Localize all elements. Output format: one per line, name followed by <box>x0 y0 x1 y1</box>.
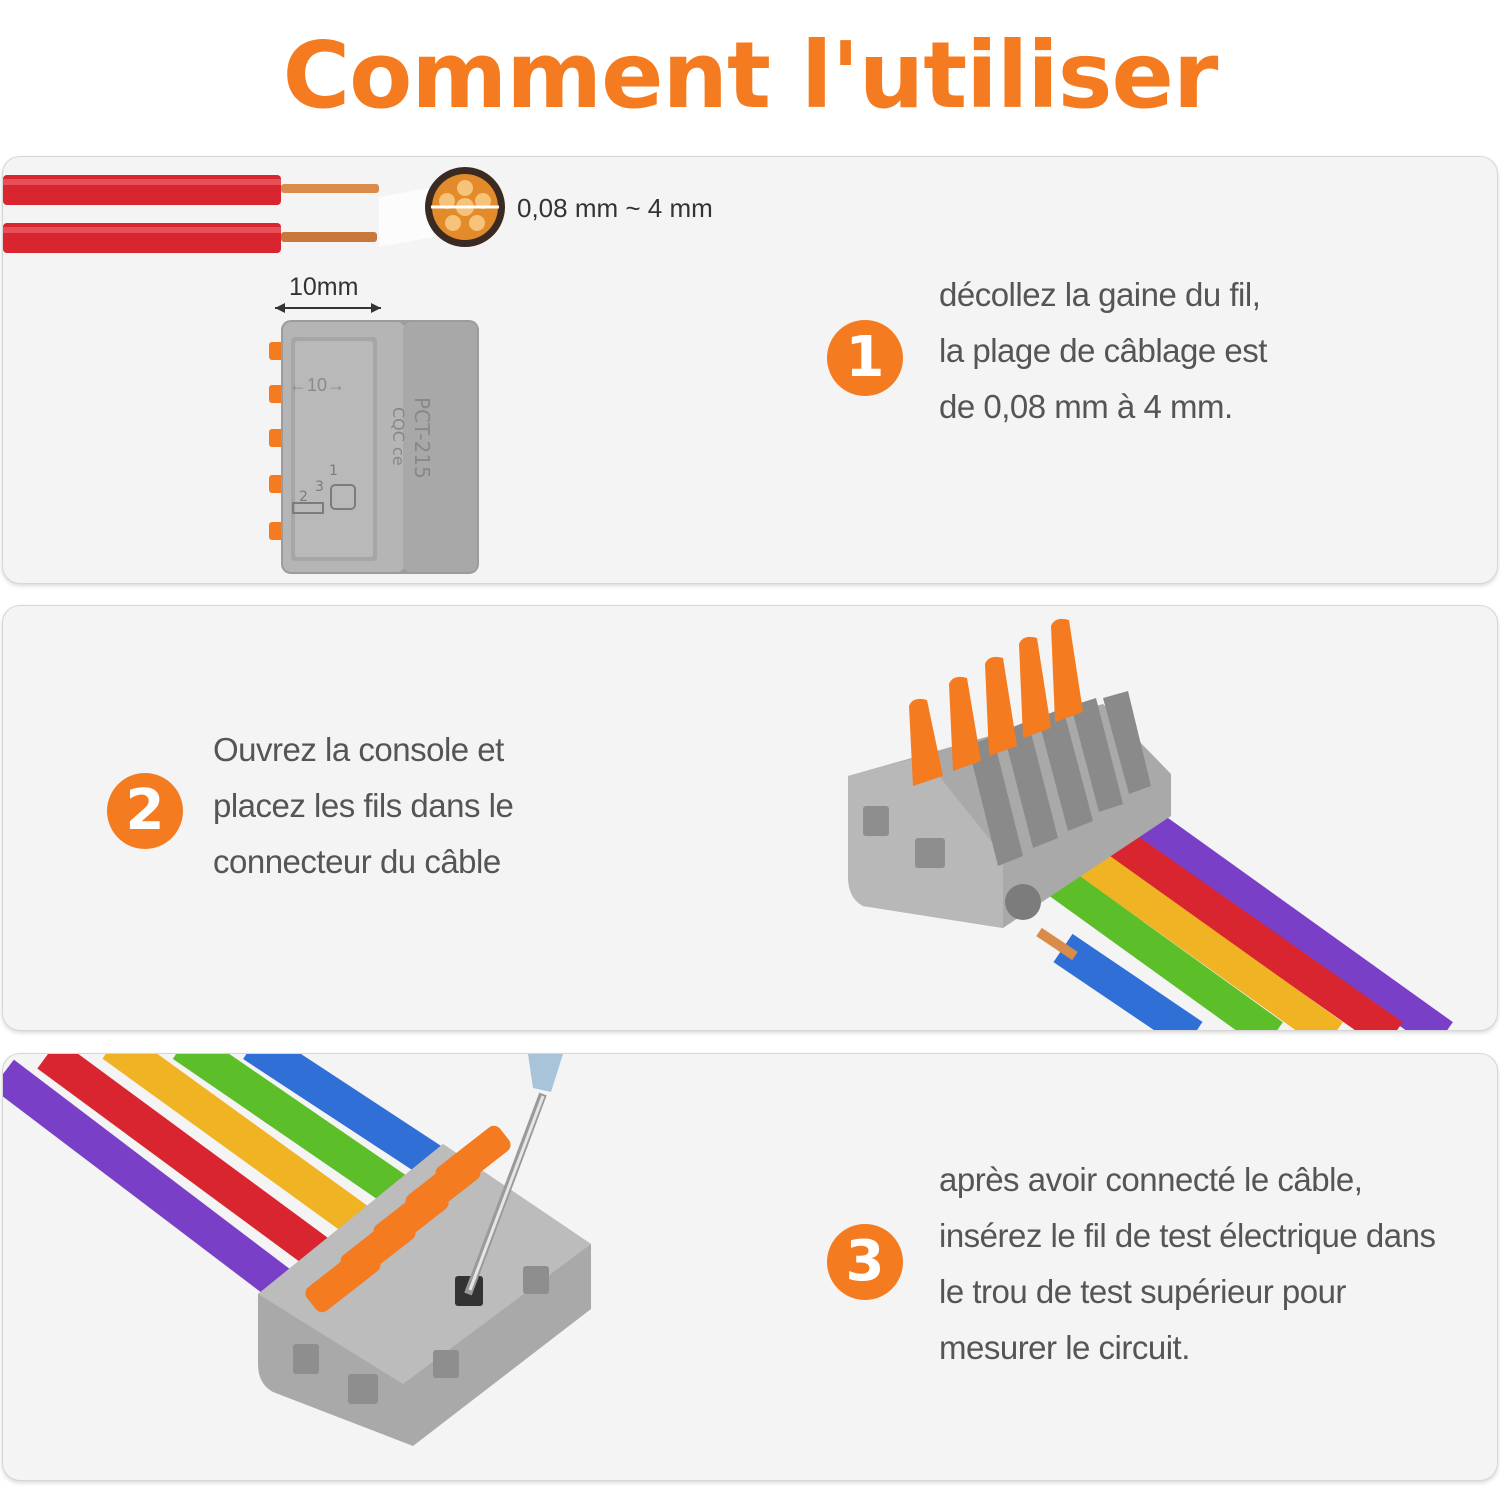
svg-text:PCT-215: PCT-215 <box>410 397 434 479</box>
test-screwdriver-icon <box>464 1054 563 1296</box>
wire-range-label: 0,08 mm ~ 4 mm <box>517 193 713 223</box>
connector-marking: ←10→ <box>289 375 346 395</box>
step-2-text: Ouvrez la console et placez les fils dan… <box>213 731 514 880</box>
svg-text:2: 2 <box>299 489 308 505</box>
copper-core-bottom <box>281 232 377 242</box>
wire-cross-section-icon <box>425 167 505 247</box>
step-3-badge: 3 <box>827 1224 903 1300</box>
step-3-panel: 3 après avoir connecté le câble, insérez… <box>2 1053 1498 1481</box>
connector-closed-view <box>258 1125 591 1446</box>
wire-strip-illustration: PCT-215 CQC ce 1 3 2 <box>3 167 505 574</box>
svg-text:CQC ce: CQC ce <box>389 407 408 466</box>
step-1-badge: 1 <box>827 320 903 396</box>
strip-length-label: 10mm <box>289 273 359 301</box>
connector-insert-illustration <box>848 618 1453 1030</box>
connector-side-view: PCT-215 CQC ce 1 3 2 <box>269 320 479 574</box>
page-title: Comment l'utiliser <box>282 22 1219 129</box>
step-3-text: après avoir connecté le câble, insérez l… <box>939 1161 1436 1366</box>
step-1-panel: PCT-215 CQC ce 1 3 2 0,08 mm ~ 4 mm 10mm… <box>2 156 1498 584</box>
svg-text:3: 3 <box>315 479 324 495</box>
connector-open-view <box>848 618 1171 928</box>
step-2-badge: 2 <box>107 773 183 849</box>
circuit-test-illustration <box>3 1054 591 1446</box>
colored-wires <box>1036 807 1453 1030</box>
copper-core-top <box>281 184 379 193</box>
step-1-text: décollez la gaine du fil, la plage de câ… <box>939 276 1267 425</box>
svg-text:1: 1 <box>329 463 338 479</box>
colored-wires <box>3 1054 458 1309</box>
step-2-panel: 2 Ouvrez la console et placez les fils d… <box>2 605 1498 1031</box>
